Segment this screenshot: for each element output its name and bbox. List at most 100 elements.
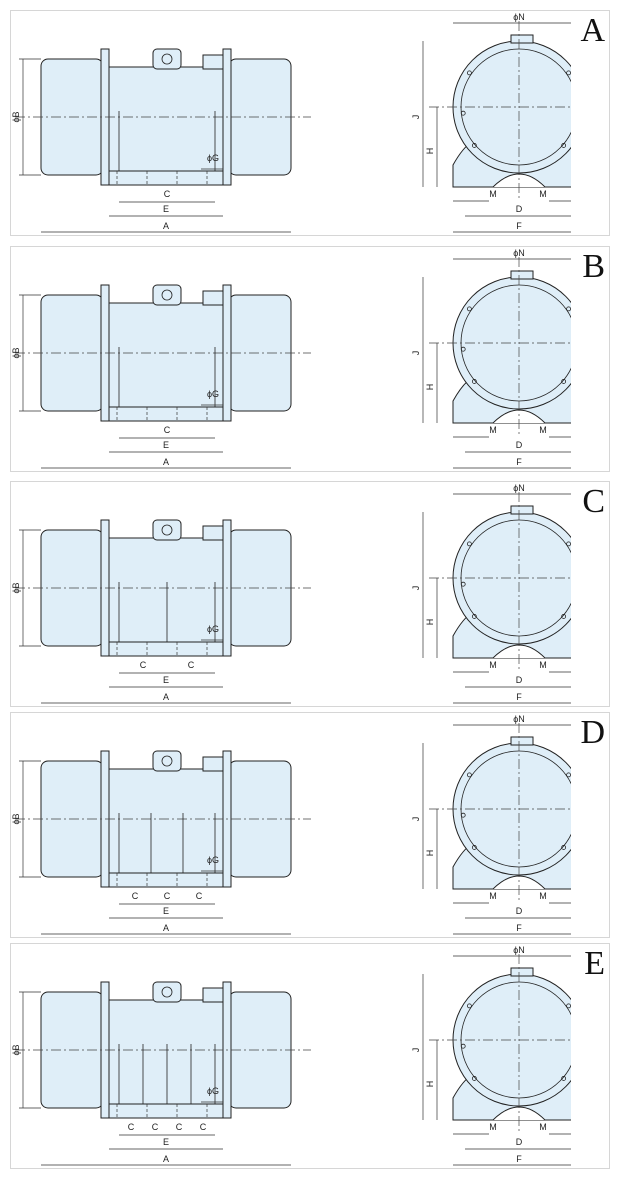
- dim-label-a: A: [163, 1154, 169, 1164]
- dim-label-h: H: [425, 619, 435, 626]
- bolt-hole: [471, 143, 477, 148]
- top-terminal-box: [510, 967, 534, 977]
- dim-label-f: F: [516, 923, 522, 933]
- bolt-hole: [561, 143, 567, 148]
- lug-hole: [161, 289, 173, 301]
- dim-label-j: J: [411, 586, 421, 591]
- motor-drawing: ϕBϕGCEAϕNJHKMMDF: [11, 248, 571, 469]
- dim-label-m: M: [489, 660, 497, 670]
- bolt-hole: [471, 845, 477, 850]
- dim-label-g: ϕG: [207, 624, 219, 634]
- dim-label-j: J: [411, 351, 421, 356]
- dim-label-c: C: [152, 1122, 159, 1132]
- dim-label-m: M: [489, 189, 497, 199]
- end-view: ϕNJHKMMDF: [411, 714, 571, 935]
- dim-label-g: ϕG: [207, 389, 219, 399]
- dim-label-b: ϕB: [11, 111, 21, 122]
- dim-label-m: M: [539, 425, 547, 435]
- bolt-hole: [466, 70, 472, 76]
- motor-view-panel-e: EϕBϕGCCCCEAϕNJHKMMDF: [10, 943, 610, 1169]
- motor-view-panel-b: BϕBϕGCEAϕNJHKMMDF: [10, 246, 610, 472]
- bolt-hole: [561, 379, 567, 384]
- variant-letter: B: [582, 248, 605, 285]
- dim-label-h: H: [425, 384, 435, 391]
- bolt-hole: [566, 541, 571, 547]
- terminal-box: [202, 525, 224, 541]
- terminal-box: [202, 54, 224, 70]
- dim-label-a: A: [163, 457, 169, 467]
- variant-letter: D: [580, 714, 605, 751]
- foot-base: [108, 641, 224, 657]
- dim-label-c: C: [132, 891, 139, 901]
- motor-drawing: ϕBϕGCEAϕNJHKMMDF: [11, 12, 571, 233]
- motor-housing: [108, 302, 224, 422]
- motor-housing: [108, 768, 224, 888]
- bolt-hole: [466, 1003, 472, 1009]
- dim-label-j: J: [411, 115, 421, 120]
- dim-label-d: D: [516, 675, 523, 685]
- dim-label-m: M: [539, 660, 547, 670]
- lug-hole: [161, 755, 173, 767]
- dim-label-g: ϕG: [207, 855, 219, 865]
- motor-drawing: ϕBϕGCCEAϕNJHKMMDF: [11, 483, 571, 704]
- lifting-lug: [152, 750, 182, 772]
- dim-label-g: ϕG: [207, 153, 219, 163]
- bolt-hole: [471, 379, 477, 384]
- lifting-lug: [152, 981, 182, 1003]
- lifting-lug: [152, 48, 182, 70]
- dim-label-f: F: [516, 692, 522, 702]
- dim-label-m: M: [539, 891, 547, 901]
- motor-view-panel-c: CϕBϕGCCEAϕNJHKMMDF: [10, 481, 610, 707]
- motor-housing: [108, 999, 224, 1119]
- dim-label-b: ϕB: [11, 1044, 21, 1055]
- motor-view-panel-a: AϕBϕGCEAϕNJHKMMDF: [10, 10, 610, 236]
- dim-label-a: A: [163, 221, 169, 231]
- dim-label-c: C: [164, 425, 171, 435]
- bolt-hole: [566, 1003, 571, 1009]
- bolt-hole: [566, 772, 571, 778]
- dim-label-c: C: [196, 891, 203, 901]
- bolt-hole: [471, 614, 477, 619]
- dim-label-j: J: [411, 1048, 421, 1053]
- motor-view-panel-d: DϕBϕGCCCEAϕNJHKMMDF: [10, 712, 610, 938]
- bolt-hole: [460, 1043, 466, 1049]
- dim-label-b: ϕB: [11, 582, 21, 593]
- end-view: ϕNJHKMMDF: [411, 945, 571, 1166]
- dim-label-d: D: [516, 440, 523, 450]
- side-view: ϕB ϕG CEA: [11, 284, 311, 469]
- lug-hole: [161, 986, 173, 998]
- bolt-hole: [566, 70, 571, 76]
- dim-label-d: D: [516, 906, 523, 916]
- dim-label-n: ϕN: [513, 248, 525, 258]
- foot-base: [108, 170, 224, 186]
- dim-label-e: E: [163, 440, 169, 450]
- dim-label-m: M: [489, 1122, 497, 1132]
- end-view: ϕNJHKMMDF: [411, 12, 571, 233]
- dim-label-f: F: [516, 221, 522, 231]
- motor-housing: [108, 66, 224, 186]
- dim-label-n: ϕN: [513, 714, 525, 724]
- dim-label-c: C: [164, 891, 171, 901]
- dim-label-b: ϕB: [11, 347, 21, 358]
- dim-label-f: F: [516, 1154, 522, 1164]
- top-terminal-box: [510, 34, 534, 44]
- dim-label-b: ϕB: [11, 813, 21, 824]
- bolt-hole: [460, 581, 466, 587]
- dim-label-m: M: [539, 1122, 547, 1132]
- dim-label-h: H: [425, 148, 435, 155]
- end-view: ϕNJHKMMDF: [411, 248, 571, 469]
- lug-hole: [161, 53, 173, 65]
- bolt-hole: [561, 614, 567, 619]
- bolt-hole: [460, 110, 466, 116]
- dim-label-m: M: [489, 425, 497, 435]
- variant-letter: C: [582, 483, 605, 520]
- end-view: ϕNJHKMMDF: [411, 483, 571, 704]
- dim-label-e: E: [163, 906, 169, 916]
- dim-label-g: ϕG: [207, 1086, 219, 1096]
- lifting-lug: [152, 284, 182, 306]
- top-terminal-box: [510, 736, 534, 746]
